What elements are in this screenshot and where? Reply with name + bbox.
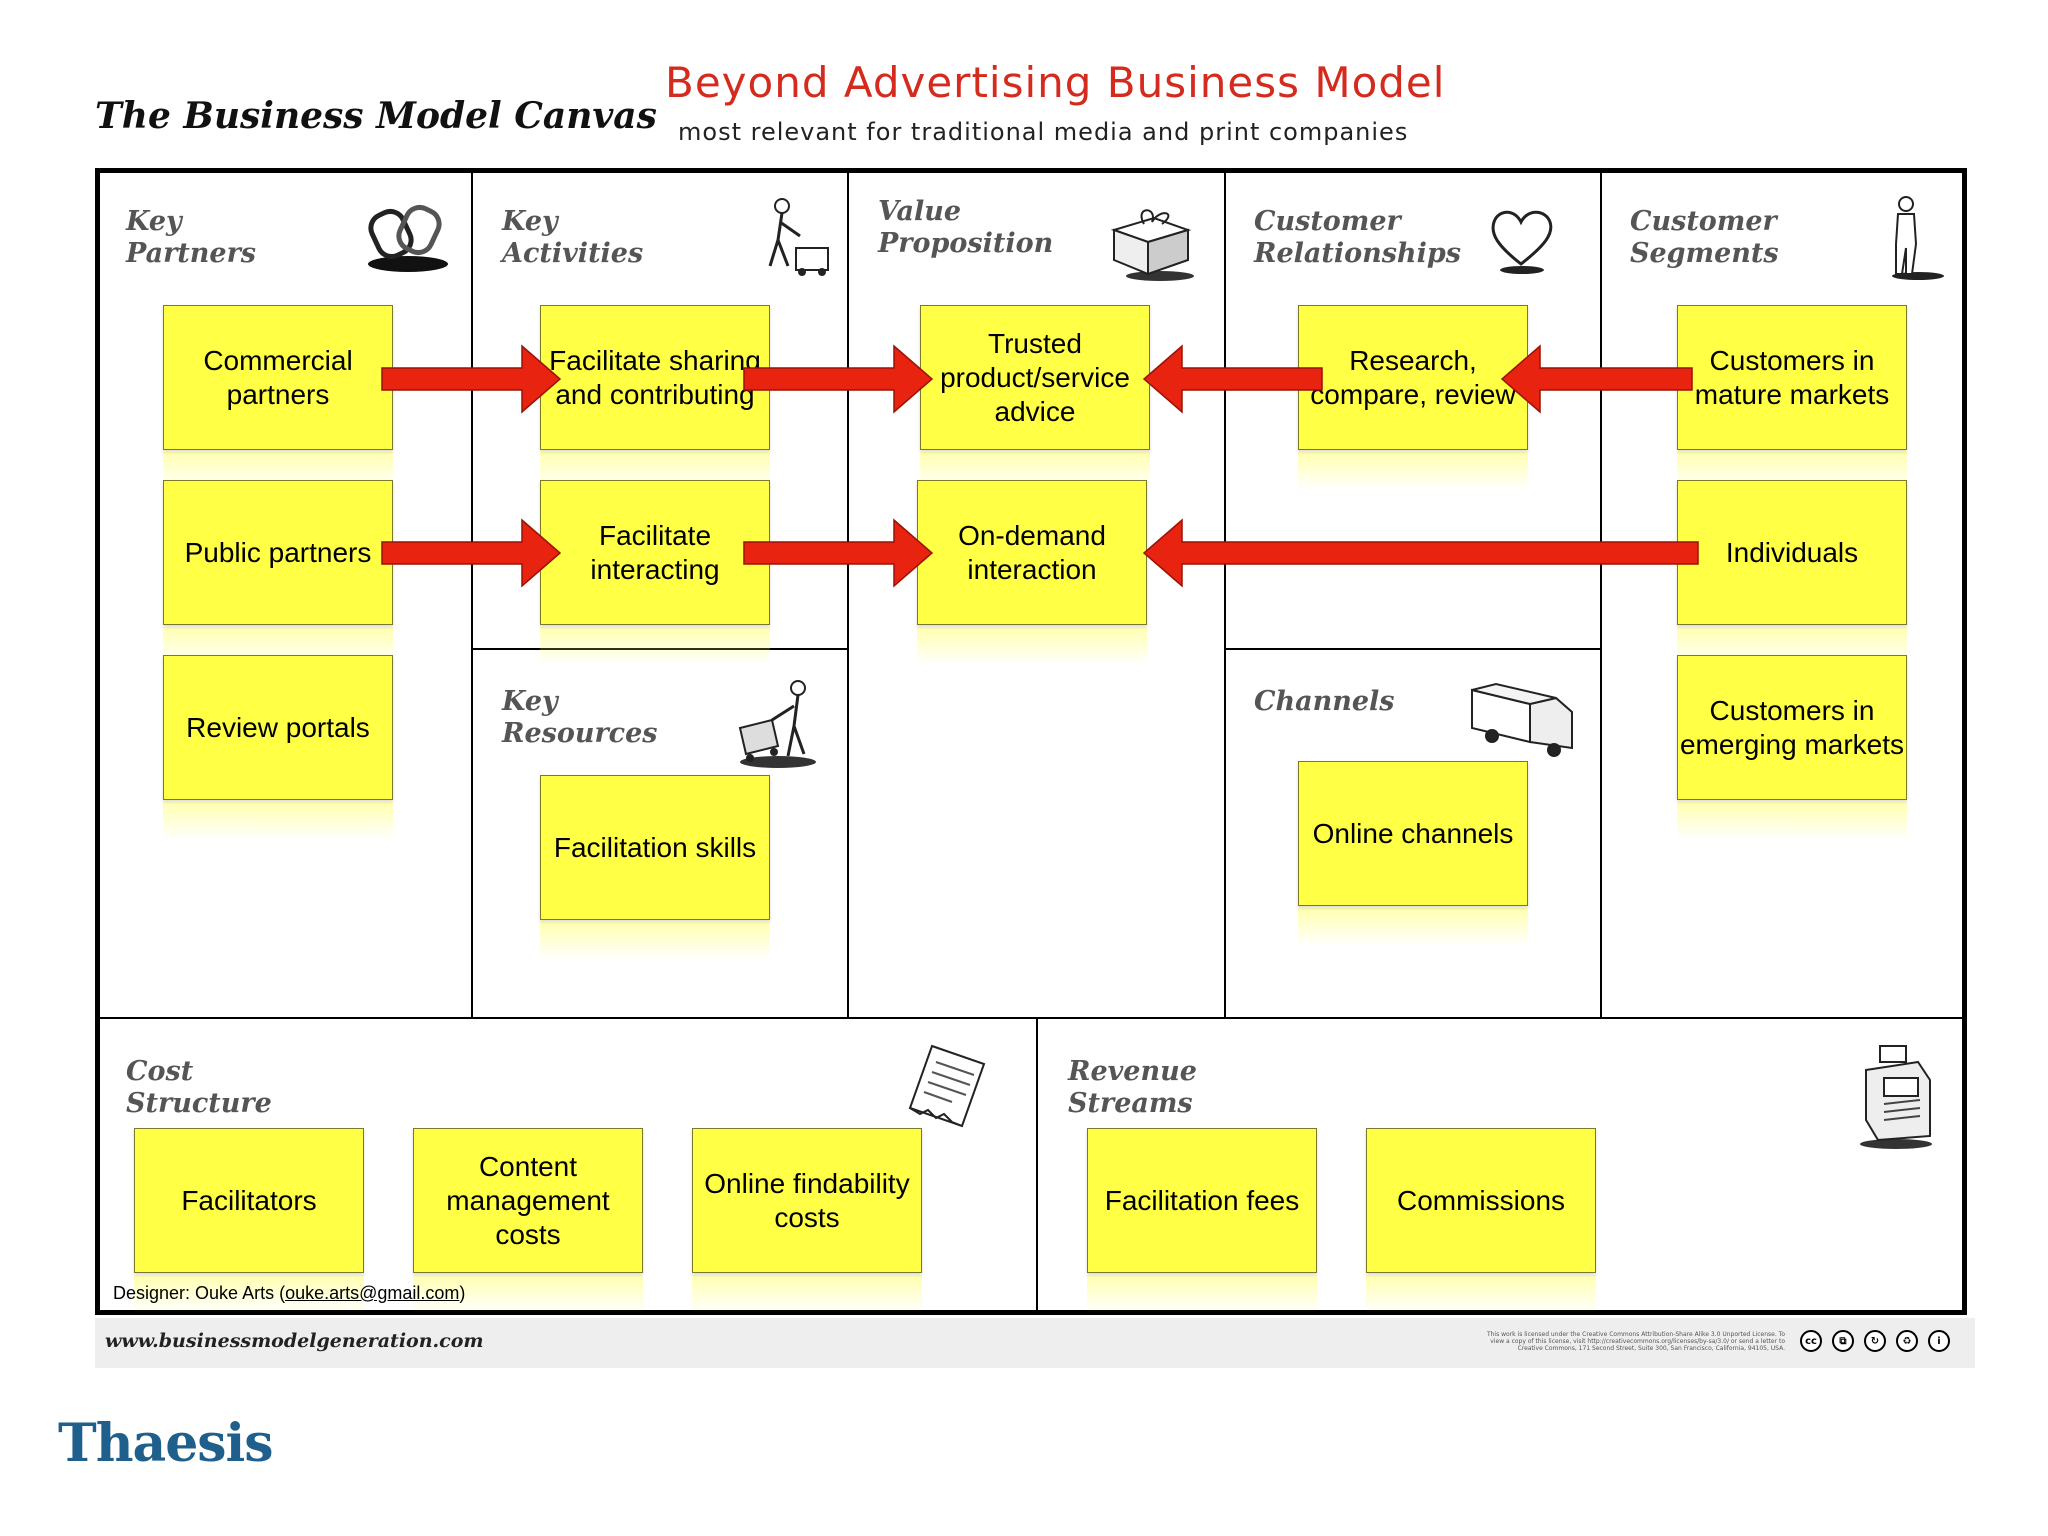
note-customers-emerging-markets: Customers in emerging markets bbox=[1677, 655, 1907, 800]
designer-credit: Designer: Ouke Arts (ouke.arts@gmail.com… bbox=[113, 1283, 466, 1303]
gift-box-icon bbox=[1110, 209, 1194, 281]
note-reflection bbox=[134, 1275, 364, 1313]
footer-bar bbox=[95, 1318, 1975, 1368]
designer-email-link[interactable]: ouke.arts@gmail.com bbox=[285, 1283, 460, 1303]
note-commercial-partners: Commercial partners bbox=[163, 305, 393, 450]
grid-divider bbox=[471, 648, 849, 650]
block-label-channels: Channels bbox=[1254, 686, 1395, 717]
worker-with-mower-icon bbox=[768, 198, 829, 276]
remix-icon: ♻ bbox=[1896, 1330, 1918, 1352]
note-reflection bbox=[413, 1275, 643, 1313]
note-reflection bbox=[917, 627, 1147, 665]
heart-icon bbox=[1491, 210, 1553, 274]
note-customers-mature-markets: Customers in mature markets bbox=[1677, 305, 1907, 450]
chain-links-icon bbox=[368, 204, 448, 272]
grid-divider bbox=[1224, 648, 1602, 650]
standing-person-icon bbox=[1892, 196, 1944, 280]
note-on-demand-interaction: On-demand interaction bbox=[917, 480, 1147, 625]
canvas-frame bbox=[95, 168, 1967, 1315]
note-facilitate-sharing: Facilitate sharing and contributing bbox=[540, 305, 770, 450]
grid-divider bbox=[1600, 171, 1602, 1018]
thaesis-logo: Thaesis bbox=[58, 1413, 274, 1474]
note-facilitation-fees: Facilitation fees bbox=[1087, 1128, 1317, 1273]
note-reflection bbox=[1366, 1275, 1596, 1313]
worker-with-cart-icon bbox=[738, 680, 816, 768]
note-facilitators: Facilitators bbox=[134, 1128, 364, 1273]
footer-url[interactable]: www.businessmodelgeneration.com bbox=[105, 1330, 484, 1352]
note-research-compare-review: Research, compare, review bbox=[1298, 305, 1528, 450]
note-content-management-costs: Content management costs bbox=[413, 1128, 643, 1273]
note-reflection bbox=[692, 1275, 922, 1313]
note-facilitate-interacting: Facilitate interacting bbox=[540, 480, 770, 625]
page-title: Beyond Advertising Business Model bbox=[665, 58, 1446, 107]
note-reflection bbox=[540, 922, 770, 960]
grid-divider bbox=[471, 171, 473, 1018]
note-reflection bbox=[163, 802, 393, 840]
arrow-right bbox=[381, 518, 562, 588]
note-reflection bbox=[1087, 1275, 1317, 1313]
license-text: This work is licensed under the Creative… bbox=[1486, 1331, 1785, 1352]
note-public-partners: Public partners bbox=[163, 480, 393, 625]
canvas-title: The Business Model Canvas bbox=[95, 95, 657, 137]
grid-divider bbox=[847, 171, 849, 1018]
grid-divider bbox=[1036, 1018, 1038, 1312]
cash-register-icon bbox=[1860, 1045, 1932, 1149]
note-reflection bbox=[1677, 802, 1907, 840]
arrow-left bbox=[1142, 344, 1323, 414]
note-reflection bbox=[1298, 908, 1528, 946]
note-review-portals: Review portals bbox=[163, 655, 393, 800]
invoice-paper-icon bbox=[908, 1044, 986, 1128]
note-online-findability-costs: Online findability costs bbox=[692, 1128, 922, 1273]
page-subtitle: most relevant for traditional media and … bbox=[678, 118, 1409, 146]
arrow-right bbox=[743, 518, 934, 588]
copy-icon: ⧉ bbox=[1832, 1330, 1854, 1352]
share-icon: ↻ bbox=[1864, 1330, 1886, 1352]
note-reflection bbox=[1298, 452, 1528, 490]
note-reflection bbox=[540, 627, 770, 665]
arrow-right bbox=[381, 344, 562, 414]
arrow-left bbox=[1142, 518, 1699, 588]
attribution-icon: i bbox=[1928, 1330, 1950, 1352]
cc-icon: cc bbox=[1800, 1330, 1822, 1352]
note-online-channels: Online channels bbox=[1298, 761, 1528, 906]
delivery-truck-icon bbox=[1471, 682, 1573, 757]
grid-divider bbox=[98, 1017, 1964, 1019]
arrow-right bbox=[743, 344, 934, 414]
grid-divider bbox=[1224, 171, 1226, 1018]
arrow-left bbox=[1500, 344, 1693, 414]
note-facilitation-skills: Facilitation skills bbox=[540, 775, 770, 920]
note-commissions: Commissions bbox=[1366, 1128, 1596, 1273]
